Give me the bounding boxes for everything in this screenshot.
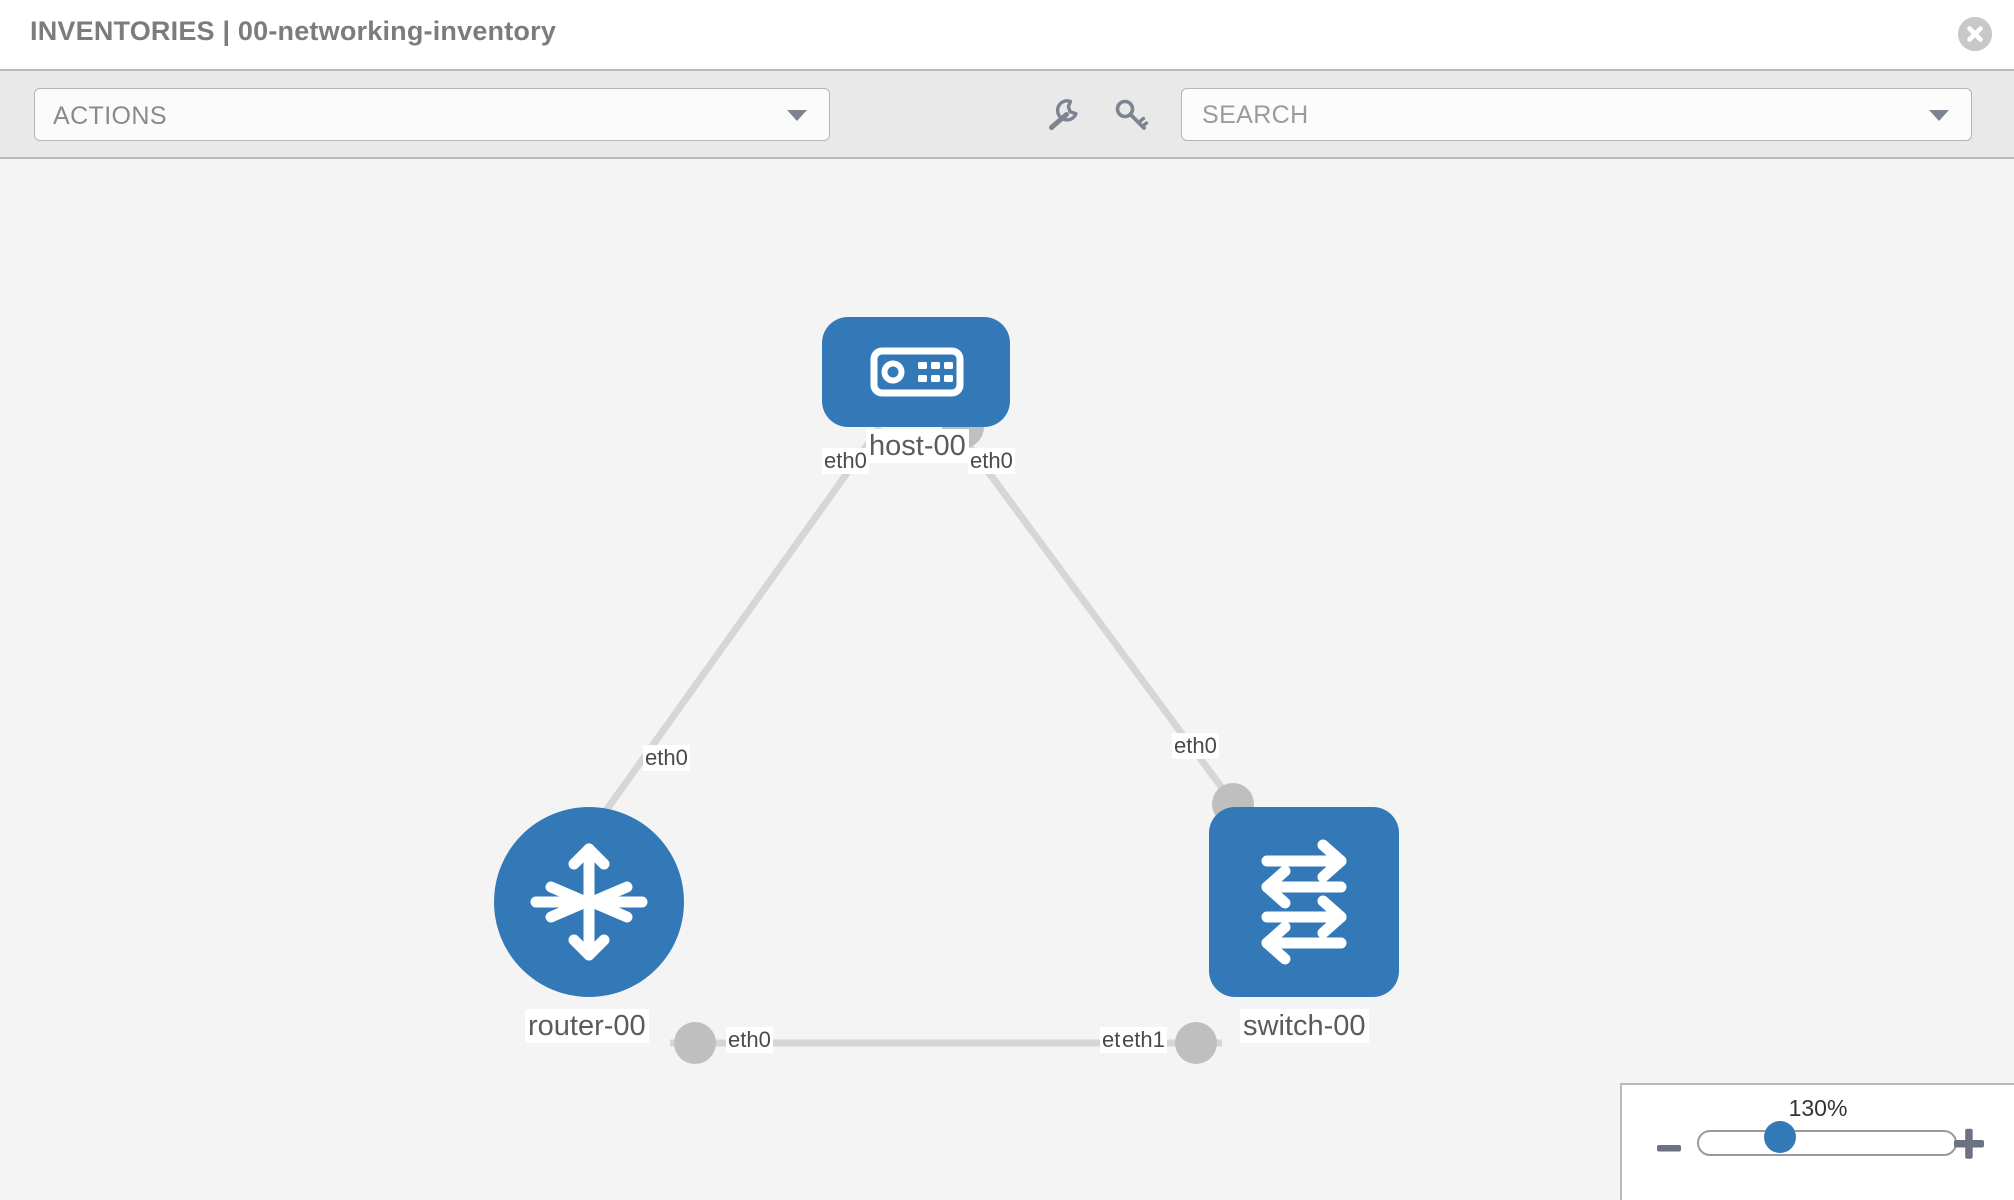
zoom-level-value: 130% xyxy=(1788,1095,1848,1121)
chevron-down-icon[interactable] xyxy=(1929,110,1949,121)
interface-label-host-right: eth0 xyxy=(968,448,1015,474)
router-arrows-icon xyxy=(530,843,648,961)
port-switch-trunk[interactable] xyxy=(1175,1022,1217,1064)
node-host-00[interactable] xyxy=(822,317,1010,427)
node-switch-00[interactable] xyxy=(1209,807,1399,997)
interface-label-host-left: eth0 xyxy=(822,448,869,474)
server-chassis-icon xyxy=(870,347,964,397)
topology-canvas[interactable]: host-00 router-00 switch-00 eth0 eth0 et… xyxy=(0,159,2014,1200)
zoom-out-button[interactable] xyxy=(1654,1133,1684,1163)
plus-icon xyxy=(1954,1128,1984,1159)
actions-dropdown[interactable]: ACTIONS xyxy=(34,88,830,141)
actions-dropdown-label: ACTIONS xyxy=(53,102,167,130)
zoom-slider-thumb[interactable] xyxy=(1764,1121,1796,1153)
link-host-router[interactable] xyxy=(597,424,883,822)
link-host-switch[interactable] xyxy=(952,424,1248,822)
topology-ports xyxy=(674,406,1254,1064)
search-input[interactable] xyxy=(1200,89,1904,142)
node-label-router-00: router-00 xyxy=(525,1009,649,1043)
page-title: INVENTORIES | 00-networking-inventory xyxy=(30,16,557,46)
chevron-down-icon xyxy=(787,110,807,121)
zoom-slider-track[interactable] xyxy=(1697,1130,1957,1156)
minus-icon xyxy=(1657,1145,1681,1152)
topology-graph xyxy=(597,406,1254,1064)
zoom-control-panel: 130% xyxy=(1620,1083,2014,1200)
node-router-00[interactable] xyxy=(494,807,684,997)
page-header: INVENTORIES | 00-networking-inventory xyxy=(0,0,2014,69)
interface-label-switch-uplink: eth0 xyxy=(1172,733,1219,759)
wrench-icon[interactable] xyxy=(1043,95,1083,135)
interface-label-router-trunk: eth0 xyxy=(726,1027,773,1053)
switch-arrows-icon xyxy=(1261,839,1347,965)
node-label-host-00: host-00 xyxy=(866,429,969,463)
search-field[interactable] xyxy=(1181,88,1972,142)
interface-label-router-uplink: eth0 xyxy=(643,745,690,771)
topology-links xyxy=(597,424,1248,1047)
close-icon[interactable] xyxy=(1958,17,1992,51)
port-router-trunk[interactable] xyxy=(674,1022,716,1064)
interface-label-switch-trunk: eth1 xyxy=(1120,1027,1167,1053)
toolbar: ACTIONS xyxy=(0,69,2014,159)
key-icon[interactable] xyxy=(1111,95,1151,135)
zoom-in-button[interactable] xyxy=(1950,1125,1988,1163)
node-label-switch-00: switch-00 xyxy=(1240,1009,1369,1043)
